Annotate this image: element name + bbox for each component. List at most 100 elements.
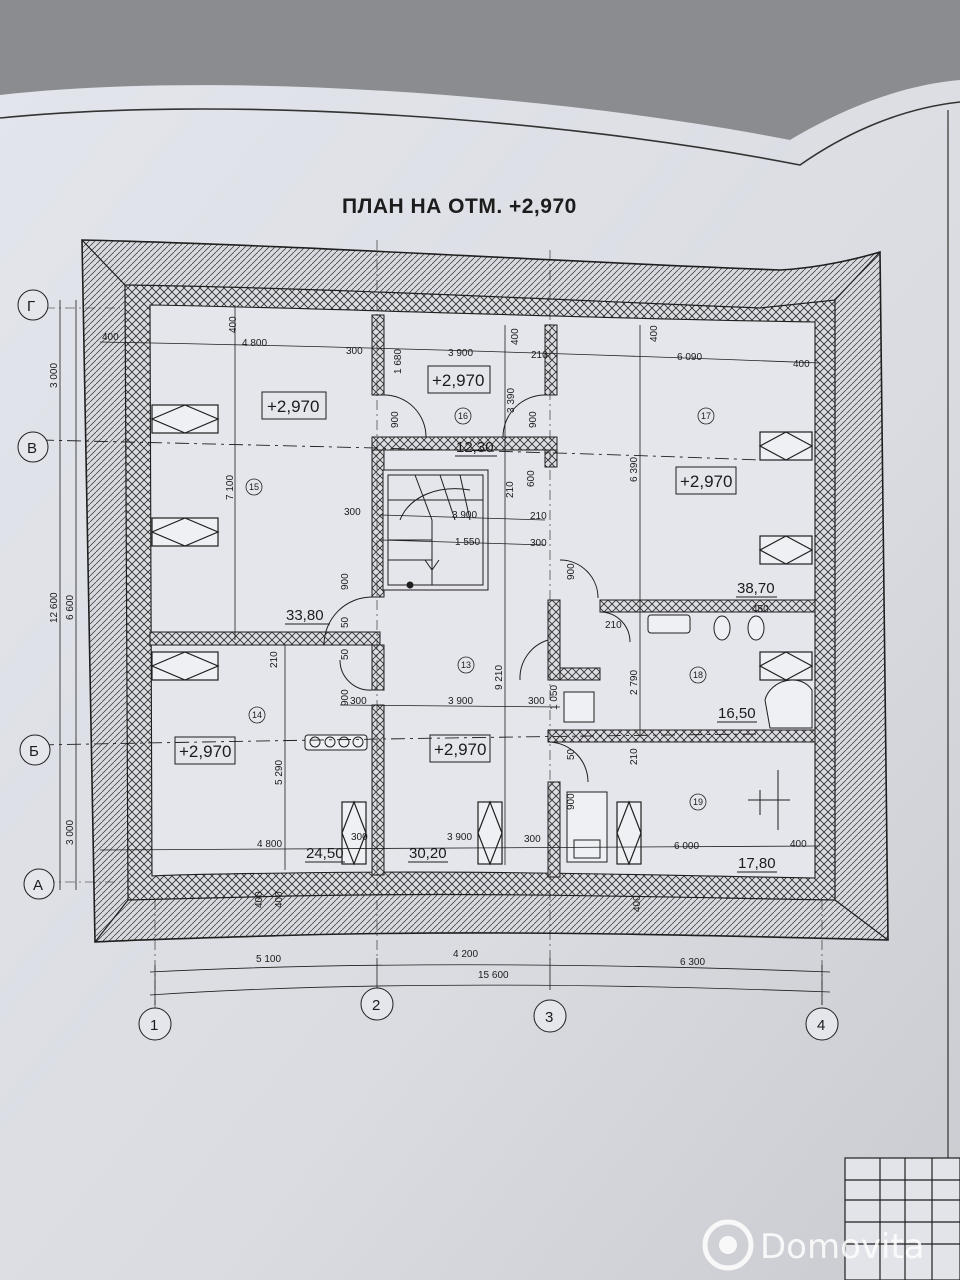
axis-number-4: 4: [817, 1017, 825, 1034]
watermark-text: Domovita: [760, 1227, 925, 1267]
room-14-area: 24,50: [306, 845, 344, 862]
watermark: Domovita: [702, 1219, 925, 1271]
axis-letter-a: А: [33, 877, 43, 894]
room-13-number: 13: [461, 660, 471, 670]
room-18-number: 18: [693, 670, 703, 680]
dim-v-5290: 5 290: [274, 760, 285, 785]
dim-top-4800: 4 800: [242, 338, 267, 349]
room-13-area: 30,20: [409, 845, 447, 862]
dim-top-400-right: 400: [793, 359, 810, 370]
dim-stair-210: 210: [530, 511, 547, 522]
room-14-level: +2,970: [179, 742, 231, 761]
dim-top-3900: 3 900: [448, 348, 473, 359]
dim-v-2790: 2 790: [629, 670, 640, 695]
axis-letter-b: Б: [29, 743, 39, 760]
dim-mid-300-left: 300: [350, 696, 367, 707]
room-17-area: 38,70: [737, 580, 775, 597]
room-19-number: 19: [693, 797, 703, 807]
dim-v-7100: 7 100: [225, 475, 236, 500]
dim-v-1680: 1 680: [393, 349, 404, 374]
dim-v-900-b: 900: [528, 411, 539, 428]
dim-v-3390: 3 390: [506, 388, 517, 413]
dim-left-6600: 6 600: [65, 595, 76, 620]
drawing-title: ПЛАН НА ОТМ. +2,970: [342, 195, 577, 218]
dim-low-300-left: 300: [351, 832, 368, 843]
dim-v-50-b: 50: [340, 648, 351, 660]
dim-mid-300-right: 300: [528, 696, 545, 707]
dim-low-4800: 4 800: [257, 839, 282, 850]
room-16-number: 16: [458, 411, 468, 421]
interior-walls: [149, 314, 816, 878]
room-18-area: 16,50: [718, 705, 756, 722]
dim-v-400-e: 400: [274, 891, 285, 908]
windows: [150, 404, 814, 866]
dim-v-600: 600: [526, 470, 537, 487]
dim-mid-210: 210: [605, 620, 622, 631]
dim-v-400-b: 400: [510, 328, 521, 345]
dim-v-900-c: 900: [340, 573, 351, 590]
dim-v-50-a: 50: [340, 616, 351, 628]
dim-v-400-f: 400: [632, 895, 643, 912]
dim-v-210-a: 210: [505, 481, 516, 498]
dim-low-400: 400: [790, 839, 807, 850]
dim-chain-5100: 5 100: [256, 954, 281, 965]
dim-v-400-c: 400: [649, 325, 660, 342]
room-16-area: 12,30: [456, 439, 494, 456]
room-14-number: 14: [252, 710, 262, 720]
dim-v-450: 450: [752, 604, 769, 615]
dim-v-9210: 9 210: [494, 665, 505, 690]
dim-v-210-c: 210: [629, 748, 640, 765]
dim-mid-3900: 3 900: [448, 696, 473, 707]
dim-v-900-e: 900: [566, 563, 577, 580]
axis-number-1: 1: [150, 1017, 158, 1034]
dim-total-15600: 15 600: [478, 970, 509, 981]
dim-top-6090: 6 090: [677, 352, 702, 363]
axis-letter-g: Г: [27, 298, 35, 315]
dim-chain-6300: 6 300: [680, 957, 705, 968]
axis-letter-v: В: [27, 440, 37, 457]
fixtures: [304, 614, 813, 863]
axis-number-2: 2: [372, 997, 380, 1014]
dim-low-6000: 6 000: [674, 841, 699, 852]
dim-chain-4200: 4 200: [453, 949, 478, 960]
room-15-area: 33,80: [286, 607, 324, 624]
room-17-level: +2,970: [680, 472, 732, 491]
dim-v-900-a: 900: [390, 411, 401, 428]
staircase: [382, 469, 489, 591]
dim-v-210-b: 210: [269, 651, 280, 668]
room-15-level: +2,970: [267, 397, 319, 416]
dim-left-3000-bottom: 3 000: [65, 820, 76, 845]
dim-left-12600: 12 600: [49, 592, 60, 623]
dim-low-300-right: 300: [524, 834, 541, 845]
axis-number-markers: 1 2 3 4: [138, 987, 839, 1041]
room-16-level: +2,970: [432, 371, 484, 390]
room-19-area: 17,80: [738, 855, 776, 872]
dim-stair-1550: 1 550: [455, 537, 480, 548]
level-frames: [174, 365, 737, 765]
dim-v-6390: 6 390: [629, 457, 640, 482]
dim-top-400-left: 400: [102, 332, 119, 343]
axis-number-3: 3: [545, 1009, 553, 1026]
floor-area: [149, 304, 816, 879]
room-17-number: 17: [701, 411, 711, 421]
dim-v-400-d: 400: [254, 891, 265, 908]
room-15-number: 15: [249, 482, 259, 492]
area-underlines: [285, 455, 777, 873]
sheet-frame: [0, 101, 960, 166]
dim-v-900-f: 900: [566, 793, 577, 810]
axis-letter-markers: Г В Б А: [17, 289, 55, 900]
dim-v-300: 300: [344, 507, 361, 518]
axis-lines: [45, 240, 823, 1010]
dim-v-1050: 1 050: [549, 685, 560, 710]
dim-stair-300: 300: [530, 538, 547, 549]
dim-v-900-d: 900: [340, 689, 351, 706]
dim-top-300: 300: [346, 346, 363, 357]
dim-stair-3900: 3 900: [452, 510, 477, 521]
section-lines: [39, 439, 761, 746]
room-13-level: +2,970: [434, 740, 486, 759]
room-number-circles: [245, 407, 715, 811]
dim-low-3900: 3 900: [447, 832, 472, 843]
doors: [323, 394, 631, 783]
dim-v-400-a: 400: [228, 316, 239, 333]
